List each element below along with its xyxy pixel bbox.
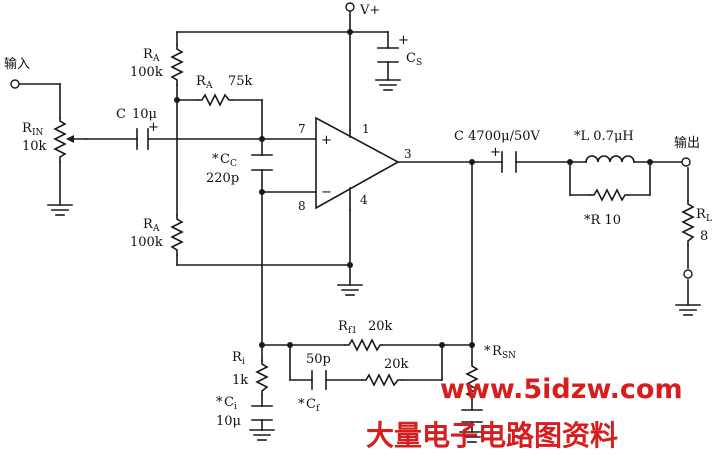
pin-1-label: 1 — [362, 122, 370, 136]
output-label: 输出 — [674, 135, 700, 151]
rin-name: R — [22, 121, 33, 136]
ground-cs-icon — [375, 79, 401, 91]
cf-value: 50p — [306, 352, 331, 367]
cin-value: 10μ — [132, 107, 157, 122]
inductor-label: *L 0.7μH — [574, 129, 634, 144]
junction-feedback — [259, 342, 265, 348]
junction-rsn — [469, 342, 475, 348]
cc-name: C — [220, 152, 230, 167]
cc-value: 220p — [206, 171, 239, 186]
rl-name: R — [696, 207, 707, 222]
rl-resistor — [681, 199, 695, 246]
wires — [17, 9, 689, 431]
junctions — [174, 29, 653, 348]
watermark-site: 大量电子电路图资料 — [366, 419, 618, 452]
pin-4-label: 4 — [360, 193, 368, 207]
ground-pin4-icon — [337, 284, 363, 296]
cf-star: * — [298, 397, 305, 412]
cf-sub: f — [316, 404, 320, 414]
junction-ra — [174, 97, 180, 103]
output-terminal — [681, 157, 691, 167]
cout-label: C 4700μ/50V — [454, 129, 541, 144]
ra-mid-value: 75k — [228, 74, 253, 89]
junction-pin4 — [347, 262, 353, 268]
r10-label: *R 10 — [584, 213, 621, 228]
junction-rf2 — [439, 342, 445, 348]
cin-polarity: + — [148, 120, 159, 135]
ri-resistor — [255, 359, 269, 396]
ra-mid-name: R — [196, 74, 207, 89]
rin-sub: IN — [32, 128, 44, 138]
ra-top-name: R — [143, 47, 154, 62]
rf1-name: R — [338, 319, 349, 334]
ra-bot-name: R — [143, 217, 154, 232]
ra-mid-resistor — [197, 93, 233, 107]
ground-rin-icon — [47, 204, 73, 216]
junction-cf — [287, 342, 293, 348]
ra-bot-resistor — [170, 214, 184, 256]
cout-polarity: + — [490, 145, 501, 160]
ci-star: * — [216, 395, 223, 410]
ra-top-value: 100k — [130, 65, 163, 80]
pin-8-label: 8 — [298, 199, 306, 213]
input-label: 输入 — [4, 56, 30, 72]
vplus-label: V+ — [359, 3, 380, 18]
ra-top-sub: A — [152, 54, 160, 64]
ground-ci-icon — [249, 429, 275, 441]
junction-plus — [259, 136, 265, 142]
cin-name: C — [116, 107, 126, 122]
ra-mid-sub: A — [205, 81, 213, 91]
ra-bot-sub: A — [152, 224, 160, 234]
cc-star: * — [212, 152, 219, 167]
opamp-plus: + — [321, 133, 332, 148]
rin-potentiometer — [53, 117, 67, 163]
rsn-star: * — [484, 344, 491, 359]
rf1-resistor — [344, 338, 383, 352]
cc-sub: C — [230, 159, 237, 169]
input-terminal — [10, 79, 20, 89]
ri-sub: i — [242, 357, 245, 367]
rsn-sub: SN — [502, 351, 516, 361]
rf1-sub: f1 — [348, 326, 357, 336]
rl-value: 8 — [700, 229, 708, 244]
rf2-resistor — [361, 373, 403, 387]
ci-sub: i — [234, 402, 237, 412]
cs-polarity: + — [398, 33, 409, 48]
ra-top-resistor — [170, 44, 184, 86]
rl-terminal — [683, 269, 693, 279]
rin-value: 10k — [22, 139, 47, 154]
rsn-name: R — [492, 344, 503, 359]
ri-value: 1k — [232, 373, 248, 388]
ground-csn-icon — [459, 431, 485, 443]
wiper-arrow-icon — [66, 135, 74, 143]
vplus-terminal — [345, 2, 355, 12]
junction-top — [347, 29, 353, 35]
inductor-coil — [585, 155, 635, 163]
ra-bot-value: 100k — [130, 235, 163, 250]
ci-value: 10μ — [216, 414, 241, 429]
rsn-resistor — [465, 361, 479, 401]
pin-7-label: 7 — [298, 122, 306, 136]
r10-resistor — [589, 188, 629, 202]
opamp-triangle — [315, 116, 400, 210]
ground-rl-icon — [675, 304, 701, 316]
rf2-value: 20k — [384, 357, 409, 372]
ri-name: R — [232, 350, 243, 365]
junction-minus — [259, 189, 265, 195]
cf-name: C — [306, 397, 316, 412]
watermark-url: www.5idzw.com — [440, 374, 683, 405]
cs-sub: S — [416, 58, 422, 68]
cs-name: C — [406, 51, 416, 66]
rf1-value: 20k — [368, 319, 393, 334]
junction-output — [469, 159, 475, 165]
rl-sub: L — [706, 214, 712, 224]
pin-3-label: 3 — [404, 147, 412, 161]
ci-name: C — [224, 395, 234, 410]
opamp-minus: − — [321, 185, 332, 200]
